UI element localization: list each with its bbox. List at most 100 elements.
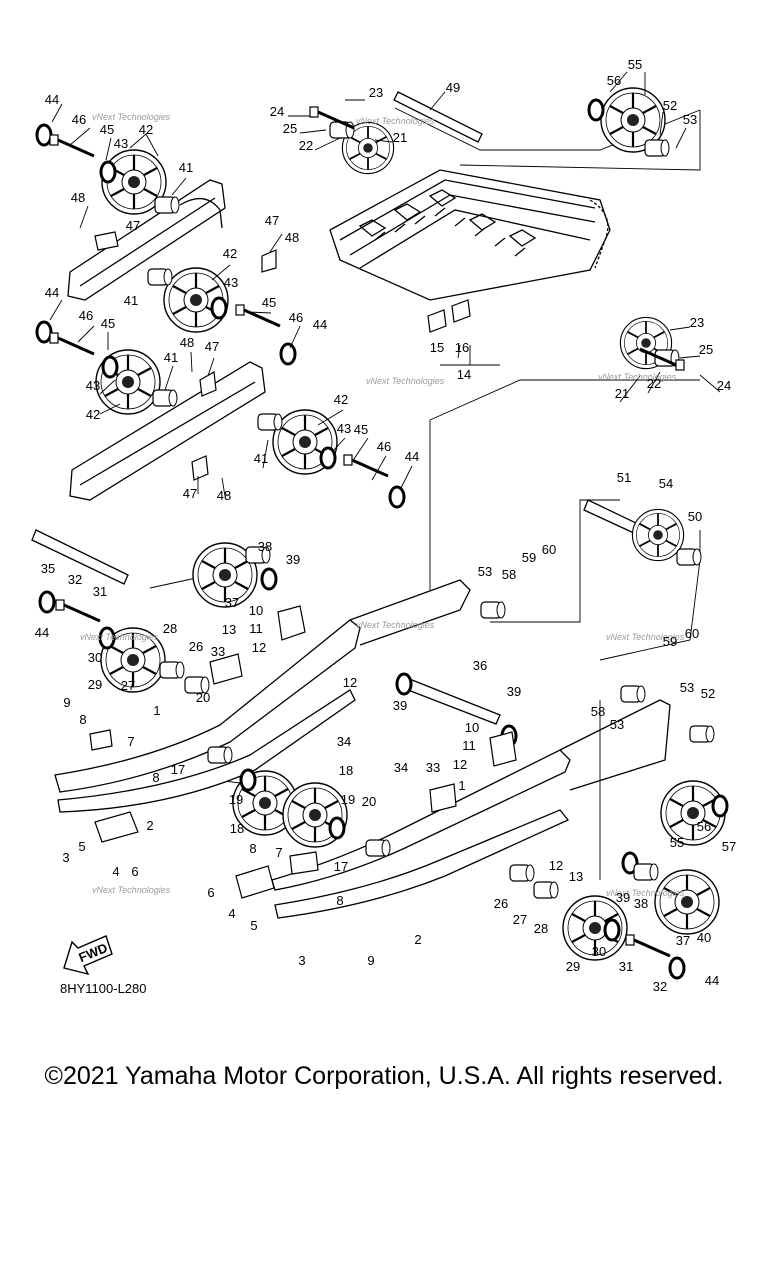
part-callout: 8 (152, 770, 159, 785)
part-callout: 2 (146, 818, 153, 833)
part-callout: 57 (722, 839, 736, 854)
part-callout: 27 (513, 912, 527, 927)
part-callout: 7 (127, 734, 134, 749)
copyright-notice: ©2021 Yamaha Motor Corporation, U.S.A. A… (44, 1062, 724, 1090)
part-callout: 43 (86, 378, 100, 393)
part-callout: 39 (507, 684, 521, 699)
part-callout: 56 (697, 819, 711, 834)
part-callout: 60 (542, 542, 556, 557)
part-callout: 59 (522, 550, 536, 565)
part-callout: 48 (217, 488, 231, 503)
part-callout: 23 (369, 85, 383, 100)
part-callout: 4 (112, 864, 119, 879)
part-callout: 22 (647, 376, 661, 391)
part-callout: 17 (171, 762, 185, 777)
part-callout: 47 (126, 218, 140, 233)
svg-text:vNext Technologies: vNext Technologies (598, 372, 677, 382)
upper-frame-rails (67, 179, 266, 501)
part-callout: 13 (222, 622, 236, 637)
part-callout: 44 (35, 625, 49, 640)
part-callout: 20 (196, 690, 210, 705)
part-callout: 42 (223, 246, 237, 261)
part-callout: 25 (283, 121, 297, 136)
part-callout: 58 (591, 704, 605, 719)
part-callout: 32 (68, 572, 82, 587)
part-callout: 45 (262, 295, 276, 310)
track (329, 169, 611, 301)
part-callout: 9 (367, 953, 374, 968)
part-callout: 48 (71, 190, 85, 205)
part-callout: 37 (676, 933, 690, 948)
part-callout: 5 (250, 918, 257, 933)
part-callout: 45 (354, 422, 368, 437)
fwd-arrow: FWD (63, 935, 113, 976)
svg-text:vNext Technologies: vNext Technologies (356, 116, 435, 126)
part-callout: 3 (298, 953, 305, 968)
part-callout: 41 (254, 451, 268, 466)
part-callout: 33 (426, 760, 440, 775)
part-callout: 42 (86, 407, 100, 422)
part-callout: 58 (502, 567, 516, 582)
part-callout: 39 (286, 552, 300, 567)
part-callout: 21 (393, 130, 407, 145)
part-callout: 53 (478, 564, 492, 579)
part-callout: 46 (72, 112, 86, 127)
part-callout: 13 (569, 869, 583, 884)
part-callout: 44 (405, 449, 419, 464)
collars (147, 121, 715, 899)
part-callout: 43 (114, 136, 128, 151)
brackets (89, 231, 517, 899)
part-callout: 10 (465, 720, 479, 735)
part-callout: 37 (225, 595, 239, 610)
part-callout: 6 (131, 864, 138, 879)
part-callout: 10 (249, 603, 263, 618)
part-callout: 20 (362, 794, 376, 809)
part-callout: 44 (705, 973, 719, 988)
part-callout: 9 (63, 695, 70, 710)
part-callout: 34 (394, 760, 408, 775)
part-callout: 51 (617, 470, 631, 485)
part-callout: 40 (697, 930, 711, 945)
part-callout: 39 (616, 890, 630, 905)
part-callout: 30 (592, 944, 606, 959)
part-callout: 19 (229, 792, 243, 807)
part-callout: 44 (45, 92, 59, 107)
part-callout: 46 (377, 439, 391, 454)
svg-text:vNext Technologies: vNext Technologies (366, 376, 445, 386)
svg-text:vNext Technologies: vNext Technologies (92, 112, 171, 122)
part-callout: 30 (88, 650, 102, 665)
part-callout: 3 (62, 850, 69, 865)
part-callout: 11 (249, 621, 263, 636)
part-callout: 53 (610, 717, 624, 732)
part-callout: 48 (285, 230, 299, 245)
part-callout: 24 (717, 378, 731, 393)
svg-text:vNext Technologies: vNext Technologies (356, 620, 435, 630)
part-callout: 53 (683, 112, 697, 127)
part-callout: 25 (699, 342, 713, 357)
part-callout: 34 (337, 734, 351, 749)
part-callout: 26 (494, 896, 508, 911)
part-callout: 11 (462, 738, 476, 753)
part-callout: 26 (189, 639, 203, 654)
part-callout: 31 (93, 584, 107, 599)
part-callout: 56 (607, 73, 621, 88)
part-callout: 31 (619, 959, 633, 974)
part-callout: 17 (334, 859, 348, 874)
part-callout: 21 (615, 386, 629, 401)
part-callout: 6 (207, 885, 214, 900)
part-callout: 2 (414, 932, 421, 947)
part-callout: 39 (393, 698, 407, 713)
part-callout: 18 (339, 763, 353, 778)
lower-slide-rails (54, 579, 671, 919)
part-callout: 29 (566, 959, 580, 974)
diagram-code: 8HY1100-L280 (60, 981, 147, 996)
part-callout: 48 (180, 335, 194, 350)
part-callout: 1 (458, 778, 465, 793)
svg-text:vNext Technologies: vNext Technologies (92, 885, 171, 895)
part-callout: 55 (670, 835, 684, 850)
part-callout: 41 (124, 293, 138, 308)
part-callout: 55 (628, 57, 642, 72)
svg-text:vNext Technologies: vNext Technologies (80, 632, 159, 642)
part-callout: 38 (258, 539, 272, 554)
